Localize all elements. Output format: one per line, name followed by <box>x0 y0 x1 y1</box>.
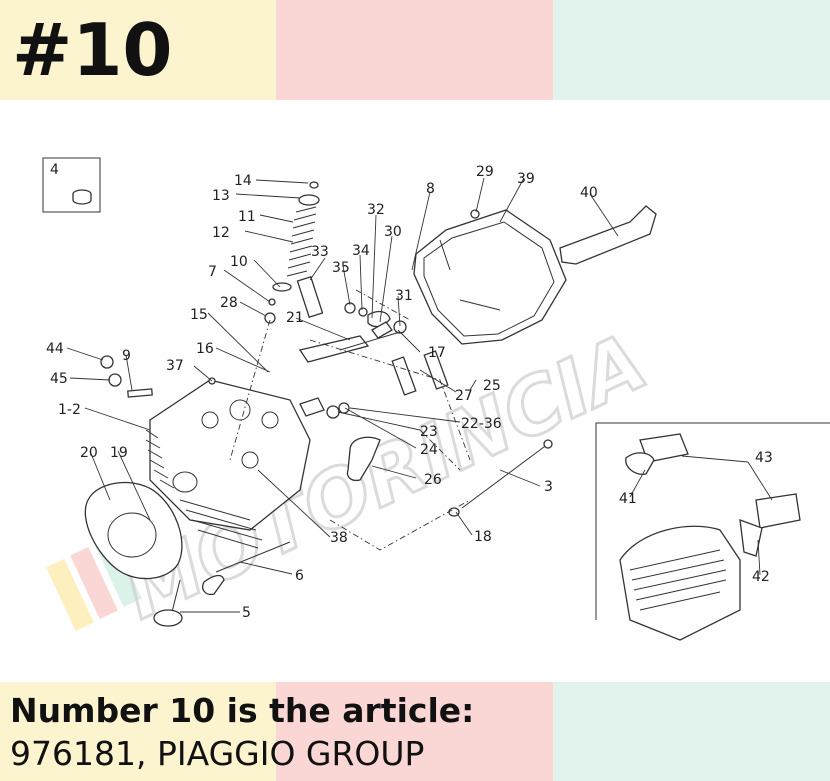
callout-23: 23 <box>420 424 438 440</box>
callout-33: 33 <box>311 244 329 260</box>
article-number-and-brand: 976181, PIAGGIO GROUP <box>10 734 425 773</box>
cylinder-head <box>100 355 311 549</box>
callout-11: 11 <box>238 209 256 225</box>
rocker-parts <box>296 275 449 482</box>
article-caption: Number 10 is the article: <box>10 691 475 730</box>
callout-20: 20 <box>80 445 98 461</box>
callout-21: 21 <box>286 310 304 326</box>
callout-34: 34 <box>352 243 370 259</box>
part-number-title: #10 <box>12 8 173 92</box>
valve-cover <box>413 209 567 345</box>
callout-27: 27 <box>455 388 473 404</box>
callout-39: 39 <box>517 171 535 187</box>
callout-19: 19 <box>110 445 128 461</box>
callout-31: 31 <box>395 288 413 304</box>
callout-35: 35 <box>332 260 350 276</box>
callout-6: 6 <box>295 568 304 584</box>
part-4-inset <box>42 157 101 213</box>
callout-13: 13 <box>212 188 230 204</box>
callout-labels: 4 14 13 11 12 10 7 28 15 16 37 9 44 45 1… <box>46 162 773 621</box>
head-gasket <box>84 481 183 580</box>
callout-9: 9 <box>122 348 131 364</box>
callout-41: 41 <box>619 491 637 507</box>
callout-5: 5 <box>242 605 251 621</box>
valves <box>153 541 291 627</box>
callout-8: 8 <box>426 181 435 197</box>
callout-44: 44 <box>46 341 64 357</box>
valve-spring-assembly <box>264 181 320 324</box>
header-band-pink <box>276 0 553 100</box>
callout-24: 24 <box>420 442 438 458</box>
callout-7: 7 <box>208 264 217 280</box>
footer-band-pink <box>276 682 553 781</box>
callout-17: 17 <box>428 345 446 361</box>
callout-29: 29 <box>476 164 494 180</box>
callout-12: 12 <box>212 225 230 241</box>
callout-42: 42 <box>752 569 770 585</box>
callout-1-2: 1-2 <box>58 402 81 418</box>
callout-28: 28 <box>220 295 238 311</box>
callout-43: 43 <box>755 450 773 466</box>
callout-25: 25 <box>483 378 501 394</box>
callout-14: 14 <box>234 173 252 189</box>
assembly-lines <box>229 289 471 551</box>
callout-32: 32 <box>367 202 385 218</box>
callout-45: 45 <box>50 371 68 387</box>
callout-15: 15 <box>190 307 208 323</box>
callout-40: 40 <box>580 185 598 201</box>
callout-18: 18 <box>474 529 492 545</box>
part-40-shield <box>559 205 657 265</box>
leader-lines <box>66 177 773 613</box>
detail-inset <box>595 422 830 641</box>
callout-4: 4 <box>50 162 59 178</box>
footer-color-band <box>0 682 830 781</box>
header-band-yellow <box>0 0 276 100</box>
header-band-mint <box>553 0 830 100</box>
footer-band-yellow <box>0 682 276 781</box>
callout-30: 30 <box>384 224 402 240</box>
exploded-parts-diagram: MOTORINCIA <box>42 157 830 641</box>
header-color-band <box>0 0 830 100</box>
callout-3: 3 <box>544 479 553 495</box>
callout-16: 16 <box>196 341 214 357</box>
footer-band-mint <box>553 682 830 781</box>
callout-22-36: 22-36 <box>461 416 502 432</box>
callout-10: 10 <box>230 254 248 270</box>
callout-37: 37 <box>166 358 184 374</box>
callout-38: 38 <box>330 530 348 546</box>
callout-26: 26 <box>424 472 442 488</box>
